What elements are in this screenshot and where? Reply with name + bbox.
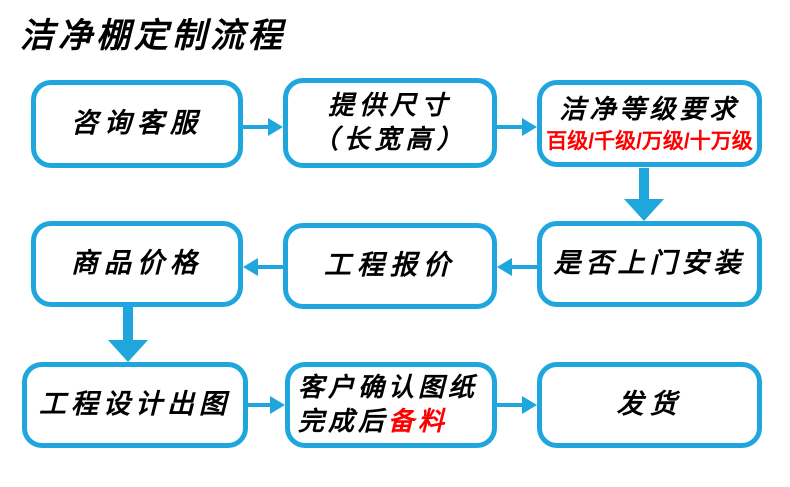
flow-node-grade: 洁净等级要求 百级/千级/万级/十万级 [537, 80, 762, 167]
arrow-install-to-quote-icon [497, 258, 537, 276]
flow-node-confirm-line2-black: 完成后 [298, 406, 389, 436]
arrow-size-to-grade-icon [497, 118, 537, 136]
arrow-design-to-confirm-icon [248, 396, 285, 414]
flow-node-quote: 工程报价 [283, 223, 497, 309]
flow-node-install: 是否上门安装 [537, 221, 762, 307]
flow-node-size-line2: （长宽高） [312, 124, 468, 154]
flow-node-ship-label: 发货 [616, 389, 683, 420]
flow-node-size: 提供尺寸 （长宽高） [283, 78, 497, 168]
flow-node-price-label: 商品价格 [71, 248, 203, 279]
flow-node-consult: 咨询客服 [31, 80, 243, 168]
flow-node-design: 工程设计出图 [22, 362, 248, 448]
flow-node-install-label: 是否上门安装 [553, 248, 746, 279]
flow-node-grade-line1: 洁净等级要求 [559, 94, 740, 124]
arrow-confirm-to-ship-icon [497, 396, 537, 414]
flow-node-consult-label: 咨询客服 [71, 108, 203, 139]
arrow-consult-to-size-icon [243, 118, 283, 136]
flow-node-confirm-line2: 完成后备料 [298, 405, 448, 439]
flow-node-grade-levels: 百级/千级/万级/十万级 [546, 129, 753, 153]
flow-node-size-line1: 提供尺寸 [327, 90, 452, 121]
flow-node-design-label: 工程设计出图 [39, 389, 231, 420]
flow-node-quote-label: 工程报价 [324, 250, 456, 281]
flow-node-confirm-line2-red: 备料 [388, 406, 449, 436]
arrow-quote-to-price-icon [243, 258, 283, 276]
flow-node-confirm-line1: 客户确认图纸 [298, 372, 479, 403]
flow-node-ship: 发货 [537, 362, 762, 448]
flow-node-confirm: 客户确认图纸 完成后备料 [285, 362, 497, 448]
page-title: 洁净棚定制流程 [20, 17, 286, 55]
arrow-grade-to-install-icon [624, 168, 664, 221]
arrow-price-to-design-icon [108, 307, 148, 362]
flow-node-price: 商品价格 [31, 221, 243, 307]
